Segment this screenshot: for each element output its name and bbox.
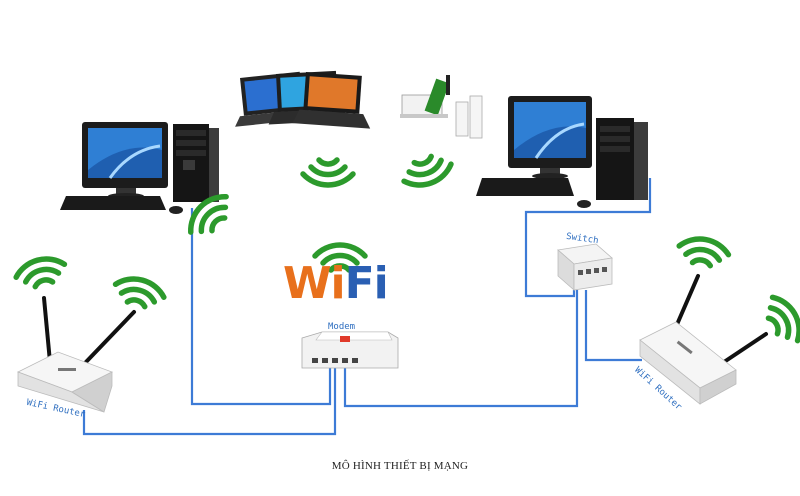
mouse-left: [169, 206, 183, 214]
signal-arcs: [13, 153, 800, 344]
wifi-logo: WiFi: [283, 262, 389, 306]
desktop-pc-left: [60, 122, 219, 214]
usb-wifi-adapter: [455, 95, 483, 139]
keyboard-left: [60, 196, 166, 210]
desktop-pc-right: [476, 96, 648, 208]
mouse-right: [577, 200, 591, 208]
signal-wifi-logo: [312, 242, 368, 273]
signal-left-router-2: [112, 276, 167, 310]
signal-left-pc: [188, 194, 229, 235]
pci-wifi-card: [400, 75, 450, 118]
cables: [82, 178, 652, 436]
laptops: [235, 70, 371, 129]
signal-laptops: [300, 157, 356, 188]
cable-modem-left-router: [82, 368, 337, 436]
wifi-router-left: [16, 296, 136, 413]
keyboard-right: [476, 178, 574, 196]
wifi-router-right: [639, 274, 768, 405]
cable-modem-switch: [343, 290, 579, 408]
modem: [301, 331, 399, 369]
modem-label: Modem: [328, 322, 356, 332]
wifi-logo-part1: Wi: [283, 258, 346, 309]
signal-adapters: [401, 153, 454, 188]
cable-switch-right-router: [584, 290, 642, 362]
signal-left-router-1: [13, 256, 68, 290]
network-switch: [557, 243, 613, 291]
signal-right-router-2: [765, 294, 800, 344]
wifi-adapters: [400, 75, 483, 139]
wifi-logo-part2: Fi: [344, 258, 389, 309]
laptop-front: [292, 72, 371, 129]
signal-right-router-1: [676, 236, 732, 269]
cable-left-pc-modem: [190, 208, 332, 406]
diagram-caption: MÔ HÌNH THIẾT BỊ MẠNG: [331, 460, 469, 472]
cable-right-pc-switch: [524, 178, 652, 298]
